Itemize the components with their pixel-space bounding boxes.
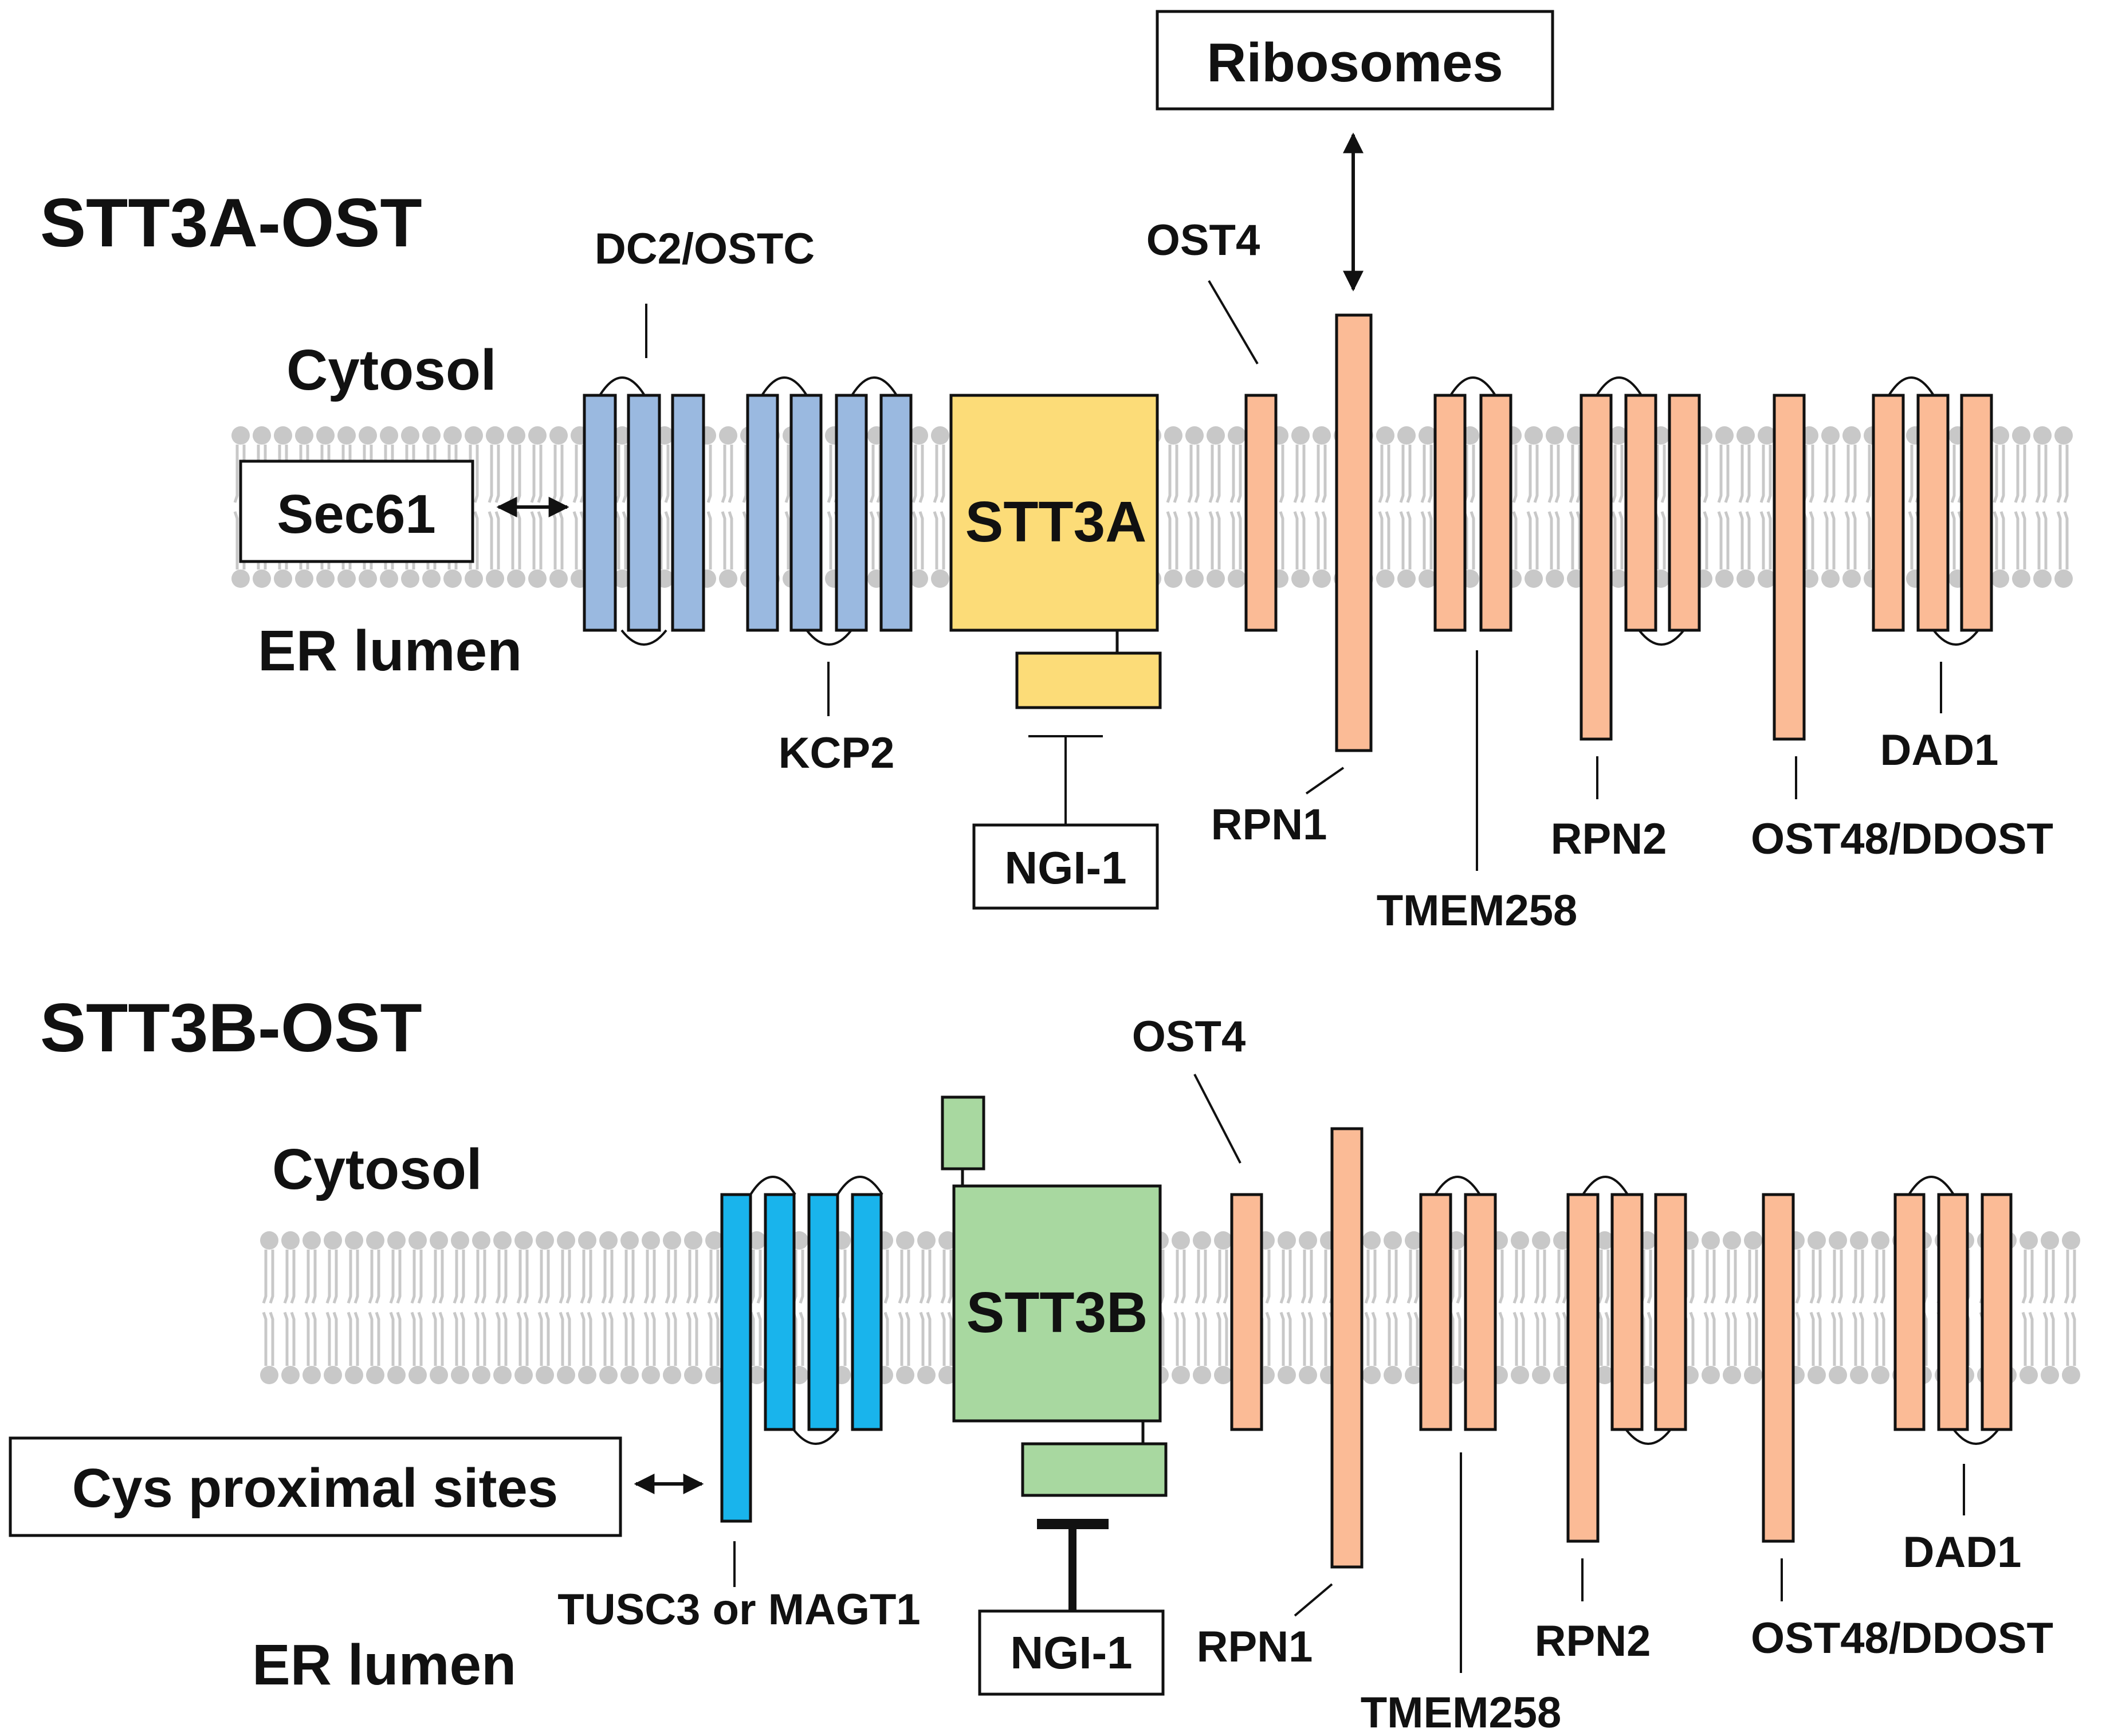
sec61-label: Sec61: [277, 484, 436, 545]
tmem258-label-a: TMEM258: [1377, 886, 1578, 935]
ngi1-box-a: NGI-1: [972, 823, 1159, 910]
ost4-leader-a: [1208, 280, 1259, 365]
rpn1-leader-a: [1305, 767, 1345, 795]
ost48-ddost-label-a: OST48/DDOST: [1751, 815, 2053, 863]
stt3a-label: STT3A: [965, 490, 1147, 554]
rpn1-subunit-a: [1335, 313, 1373, 752]
kcp2-subunit: [746, 376, 913, 646]
stt3a-catalytic-subunit: STT3A: [949, 394, 1162, 709]
ost48-ddost-subunit-b: [1762, 1193, 1795, 1543]
tmem258-label-b: TMEM258: [1361, 1688, 1562, 1736]
er-lumen-label-b: ER lumen: [252, 1633, 516, 1697]
ngi1-label-a: NGI-1: [1004, 842, 1126, 893]
ngi1-box-b: NGI-1: [978, 1609, 1165, 1696]
rpn1-subunit-b: [1330, 1127, 1364, 1569]
cys-proximal-sites-label: Cys proximal sites: [72, 1458, 558, 1519]
tusc3-magt1-subunit: [720, 1176, 883, 1523]
rpn1-leader-b: [1294, 1583, 1333, 1617]
ost4-label-a: OST4: [1146, 216, 1260, 265]
ost4-label-b: OST4: [1132, 1012, 1246, 1061]
tmem258-subunit-a: [1433, 376, 1512, 632]
tmem258-subunit-b: [1419, 1176, 1497, 1431]
dad1-label-b: DAD1: [1903, 1528, 2022, 1577]
ngi1-label-b: NGI-1: [1010, 1627, 1132, 1678]
dad1-label-a: DAD1: [1880, 726, 1999, 775]
dc2-ostc-label: DC2/OSTC: [595, 225, 815, 273]
dc2-ostc-subunit: [583, 376, 705, 646]
stt3b-ost-title: STT3B-OST: [40, 989, 422, 1066]
stt3a-ost-title: STT3A-OST: [40, 184, 422, 261]
ost48-ddost-label-b: OST48/DDOST: [1751, 1614, 2053, 1663]
cytosol-label-a: Cytosol: [286, 338, 497, 402]
rpn2-label-a: RPN2: [1551, 815, 1667, 863]
ost4-subunit-b: [1230, 1193, 1263, 1431]
membrane-bilayer-b: [260, 1231, 2080, 1384]
panel-stt3b: STT3B-OST Cytosol ER lumen Cys proximal …: [9, 989, 2080, 1736]
rpn2-subunit-b: [1566, 1176, 1687, 1543]
rpn2-subunit-a: [1580, 376, 1701, 741]
rpn2-label-b: RPN2: [1535, 1617, 1651, 1666]
tusc3-magt1-label: TUSC3 or MAGT1: [557, 1585, 920, 1634]
dad1-subunit-b: [1893, 1176, 2013, 1445]
dad1-subunit-a: [1872, 376, 1993, 646]
sec61-box: Sec61: [239, 459, 474, 563]
rpn1-label-b: RPN1: [1197, 1623, 1313, 1671]
ost4-leader-b: [1193, 1074, 1241, 1164]
panel-stt3a: STT3A-OST Cytosol ER lumen Sec61 Ribosom…: [40, 10, 2073, 935]
stt3b-catalytic-subunit: STT3B: [941, 1095, 1168, 1497]
cytosol-label-b: Cytosol: [272, 1137, 482, 1201]
er-lumen-label-a: ER lumen: [258, 619, 522, 683]
ost4-subunit-a: [1244, 394, 1278, 632]
kcp2-label: KCP2: [779, 729, 895, 777]
stt3b-label: STT3B: [966, 1281, 1148, 1345]
cys-proximal-sites-box: Cys proximal sites: [9, 1436, 622, 1537]
ribosomes-box: Ribosomes: [1156, 10, 1554, 111]
rpn1-label-a: RPN1: [1211, 800, 1327, 849]
ribosomes-label: Ribosomes: [1207, 32, 1503, 93]
ost48-ddost-subunit-a: [1773, 394, 1806, 741]
